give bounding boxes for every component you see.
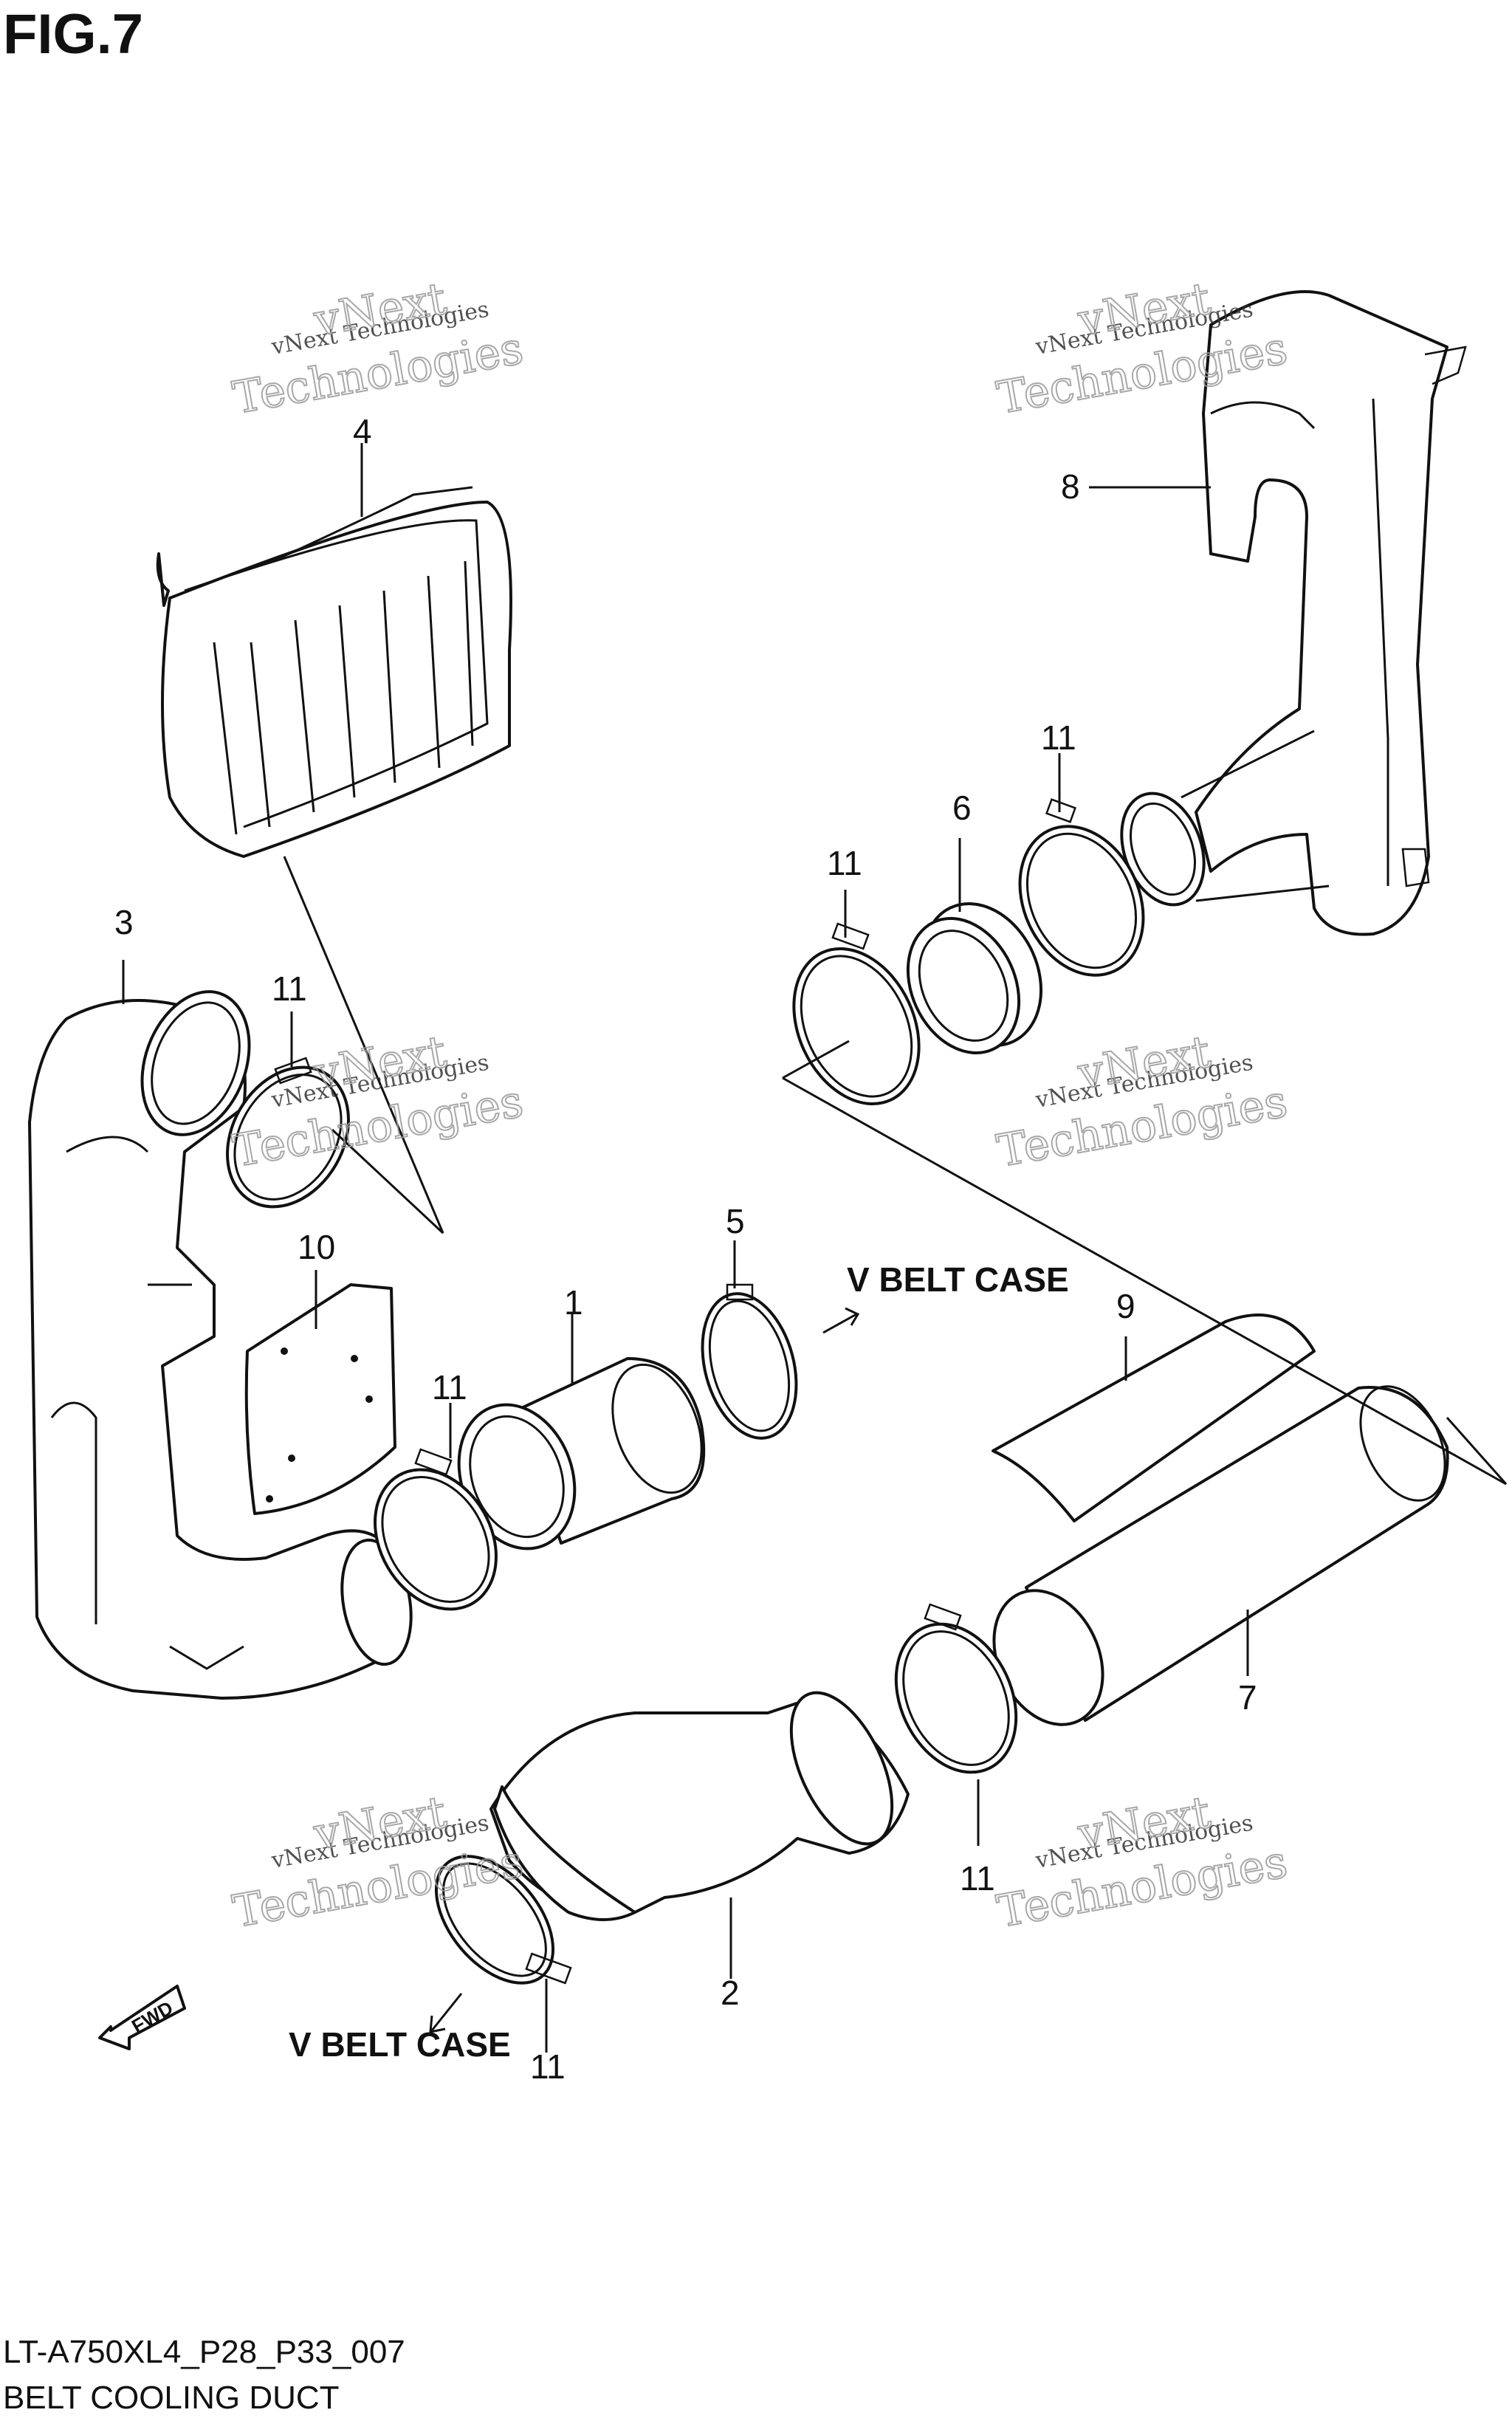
- svg-text:vNext: vNext: [309, 1026, 450, 1100]
- clamp-11-left: [226, 1057, 350, 1209]
- v-belt-case-heading-bottom: V BELT CASE: [289, 2025, 511, 2064]
- part-10-plate: [244, 1283, 396, 1515]
- part-6-coupler: [906, 902, 1043, 1055]
- callout-11-center: 11: [432, 1368, 467, 1407]
- callout-6: 6: [952, 789, 972, 827]
- svg-text:vNext: vNext: [1073, 1026, 1214, 1100]
- clamp-11-center: [374, 1448, 498, 1611]
- callout-numbers: 4 8 11 6 11 3 11 10 1 5 9 11 7 11 2 11: [114, 412, 1257, 2086]
- callout-11-upper-right: 11: [1041, 718, 1076, 757]
- callout-7: 7: [1238, 1678, 1257, 1717]
- svg-text:vNext: vNext: [1073, 273, 1214, 347]
- footer-name: BELT COOLING DUCT: [3, 2380, 340, 2416]
- clamp-5: [701, 1283, 798, 1440]
- svg-text:vNext: vNext: [309, 1787, 450, 1861]
- clamp-11-upper-right: [1018, 798, 1145, 977]
- watermark-bottom-right: vNext Technologies vNext Technologies: [992, 1786, 1291, 1939]
- clamp-11-lower-right: [894, 1603, 1018, 1774]
- callout-11-lower-right: 11: [960, 1859, 995, 1898]
- clamp-11-upper-left: [792, 922, 921, 1106]
- callout-2: 2: [721, 1974, 740, 2012]
- callout-11-upper-left: 11: [827, 844, 862, 882]
- leader-lines: [122, 443, 1508, 2053]
- callout-3: 3: [114, 903, 134, 941]
- callout-8: 8: [1061, 467, 1080, 506]
- figure-title: FIG.7: [3, 3, 143, 66]
- callout-9: 9: [1116, 1287, 1135, 1325]
- svg-text:vNext: vNext: [309, 273, 450, 347]
- part-3-left-duct: [28, 990, 413, 1700]
- watermark-mid-left: vNext Technologies vNext Technologies: [228, 1026, 527, 1178]
- clamp-11-bottom: [434, 1855, 572, 1985]
- part-1-coupler: [457, 1357, 706, 1551]
- v-belt-case-heading-top: V BELT CASE: [847, 1260, 1069, 1299]
- part-8-upper-duct: [1120, 290, 1467, 936]
- callout-1: 1: [564, 1283, 583, 1322]
- callout-11-bottom: 11: [530, 2047, 566, 2086]
- part-4-intake-box: [156, 486, 512, 858]
- fwd-arrow-icon: FWD: [98, 1985, 186, 2050]
- footer-code: LT-A750XL4_P28_P33_007: [3, 2334, 405, 2370]
- callout-11-left: 11: [272, 969, 307, 1008]
- part-7-tube: [992, 1385, 1449, 1726]
- part-2-elbow-duct: [489, 1691, 910, 1921]
- svg-text:vNext: vNext: [1073, 1787, 1214, 1861]
- callout-10: 10: [298, 1228, 335, 1266]
- callout-5: 5: [726, 1202, 745, 1240]
- watermark-mid-right: vNext Technologies vNext Technologies: [992, 1026, 1291, 1178]
- watermark-top-left: vNext Technologies vNext Technologies: [228, 272, 527, 425]
- callout-4: 4: [353, 412, 372, 450]
- part-9-cover: [992, 1313, 1316, 1522]
